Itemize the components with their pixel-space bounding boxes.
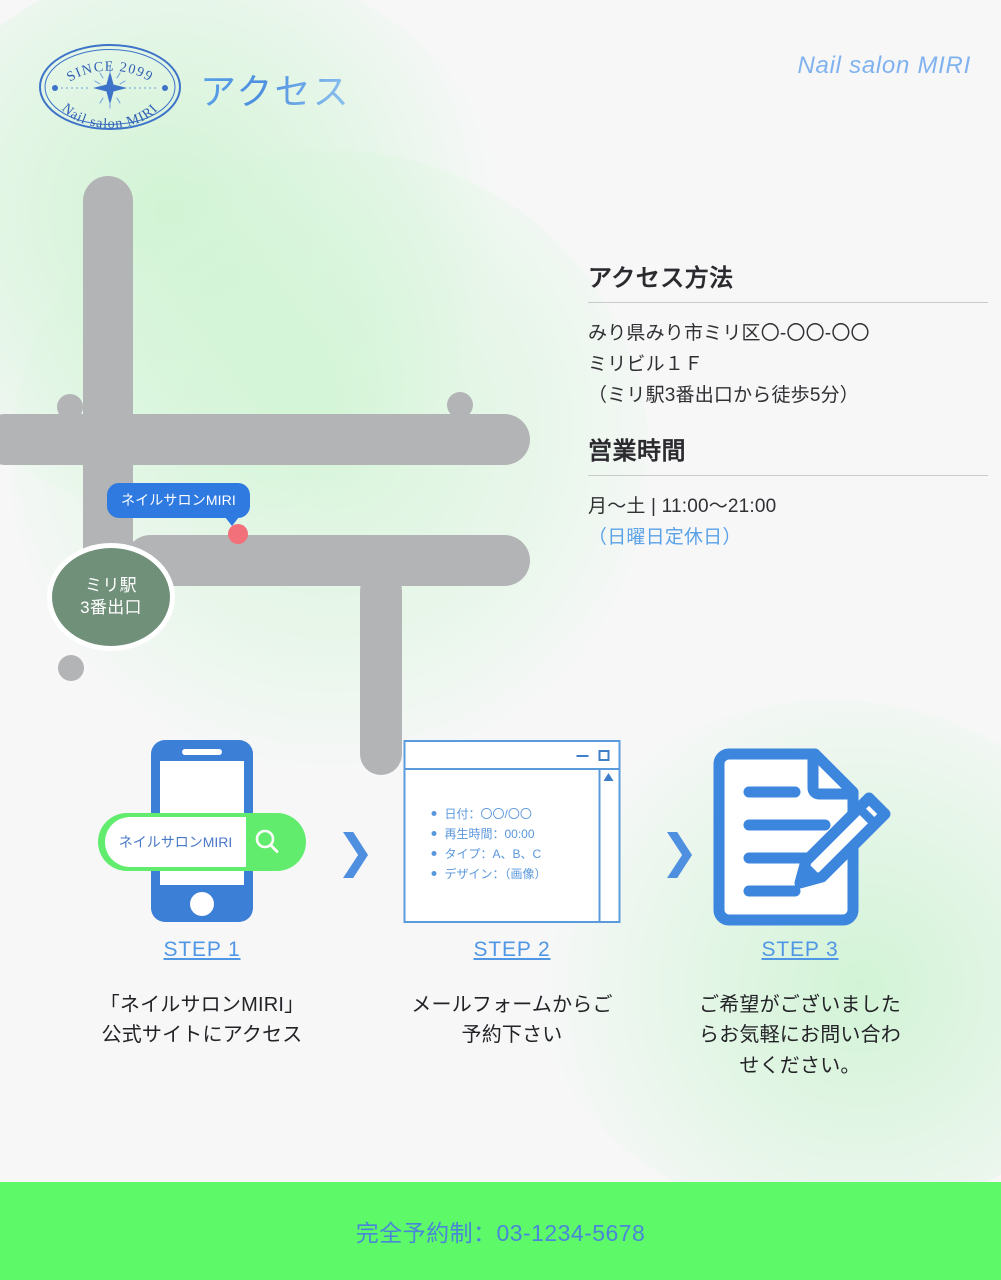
phone-speaker xyxy=(182,749,222,755)
hours-line: 月〜土 | 11:00〜21:00 xyxy=(588,496,777,518)
form-field-list: 日付：〇〇/〇〇 再生時間：00:00 タイプ：A、B、C デザイン：（画像） xyxy=(406,770,619,885)
road-horizontal-top xyxy=(0,414,530,465)
step-3-caption: ご希望がございました らお気軽にお問い合わ せください。 xyxy=(699,994,901,1077)
brand-name: Nail salon MIRI xyxy=(797,52,971,79)
page-title: アクセス xyxy=(200,63,351,115)
map-location-marker xyxy=(228,524,248,544)
logo-badge: SINCE 2099 Nail salon MIRI xyxy=(39,44,181,131)
steps-section: ネイルサロンMIRI STEP 1 「ネイルサロンMIRI」 公式サイトにアクセ… xyxy=(0,730,1001,1110)
maximize-icon[interactable] xyxy=(598,750,610,761)
address-line-1: みり県みり市ミリ区〇-〇〇-〇〇 xyxy=(588,323,870,344)
window-title-bar xyxy=(405,742,619,770)
access-heading: アクセス方法 xyxy=(588,265,734,292)
address-block: みり県みり市ミリ区〇-〇〇-〇〇 ミリビル１Ｆ （ミリ駅3番出口から徒歩5分） xyxy=(588,319,988,411)
list-item: 再生時間：00:00 xyxy=(431,824,619,844)
phone-home-button xyxy=(190,892,214,916)
step-1: ネイルサロンMIRI STEP 1 「ネイルサロンMIRI」 公式サイトにアクセ… xyxy=(52,730,352,1051)
search-icon[interactable] xyxy=(252,827,282,857)
search-input[interactable]: ネイルサロンMIRI xyxy=(105,817,246,867)
step-1-illustration: ネイルサロンMIRI xyxy=(52,730,352,930)
section-spacer xyxy=(588,411,988,431)
step-1-caption: 「ネイルサロンMIRI」 公式サイトにアクセス xyxy=(99,994,305,1047)
document-edit-icon xyxy=(713,748,891,926)
search-input-value: ネイルサロンMIRI xyxy=(118,834,233,850)
access-info-panel: アクセス方法 みり県みり市ミリ区〇-〇〇-〇〇 ミリビル１Ｆ （ミリ駅3番出口か… xyxy=(588,258,988,554)
list-item: デザイン：（画像） xyxy=(431,864,619,884)
pencil-icon xyxy=(794,792,891,889)
step-3-label: STEP 3 xyxy=(761,938,839,961)
step-3-illustration xyxy=(650,730,950,930)
hours-divider xyxy=(588,475,988,477)
minimize-icon[interactable] xyxy=(576,755,589,757)
step-2-illustration: 日付：〇〇/〇〇 再生時間：00:00 タイプ：A、B、C デザイン：（画像） xyxy=(362,730,662,930)
access-divider xyxy=(588,302,988,303)
address-line-2: ミリビル１Ｆ xyxy=(588,353,704,375)
chevron-right-icon-1: ❯ xyxy=(336,825,375,877)
search-bar[interactable]: ネイルサロンMIRI xyxy=(98,813,306,871)
footer-bar: 完全予約制：03-1234-5678 xyxy=(0,1182,1001,1280)
station-exit: 3番出口 xyxy=(80,598,142,617)
map-pin-label: ネイルサロンMIRI xyxy=(107,483,250,526)
scroll-up-arrow-icon[interactable] xyxy=(603,773,614,781)
map-station-marker: ミリ駅 3番出口 xyxy=(47,543,175,651)
step-1-label: STEP 1 xyxy=(163,938,241,961)
map-illustration: ネイルサロンMIRI ミリ駅 3番出口 xyxy=(0,150,560,775)
page-header: SINCE 2099 Nail salon MIRI xyxy=(0,0,1001,140)
step-2-caption: メールフォームからご 予約下さい xyxy=(411,994,613,1047)
browser-window-icon: 日付：〇〇/〇〇 再生時間：00:00 タイプ：A、B、C デザイン：（画像） xyxy=(403,740,621,923)
road-vertical-right xyxy=(360,570,402,775)
list-item: 日付：〇〇/〇〇 xyxy=(431,804,619,824)
logo-dot-left xyxy=(52,85,58,91)
hours-block: 月〜土 | 11:00〜21:00 （日曜日定休日） xyxy=(588,492,988,554)
chevron-right-icon-2: ❯ xyxy=(660,825,699,877)
reservation-phone[interactable]: 完全予約制：03-1234-5678 xyxy=(355,1220,646,1246)
logo-dot-right xyxy=(162,85,168,91)
step-3: STEP 3 ご希望がございました らお気軽にお問い合わ せください。 xyxy=(650,730,950,1081)
station-name: ミリ駅 xyxy=(84,575,138,595)
road-dot-upper-left xyxy=(57,394,83,420)
road-horizontal-middle xyxy=(125,535,530,586)
sparkle-icon xyxy=(93,66,127,109)
address-line-3: （ミリ駅3番出口から徒歩5分） xyxy=(588,384,859,406)
step-2: 日付：〇〇/〇〇 再生時間：00:00 タイプ：A、B、C デザイン：（画像） … xyxy=(362,730,662,1051)
map-pin-label-text: ネイルサロンMIRI xyxy=(121,492,236,508)
step-2-label: STEP 2 xyxy=(473,938,551,961)
hours-heading: 営業時間 xyxy=(588,438,686,466)
scrollbar[interactable] xyxy=(598,768,619,921)
road-dot-upper-right xyxy=(447,392,473,418)
road-dot-lower-left xyxy=(58,655,84,681)
holiday-line: （日曜日定休日） xyxy=(588,527,742,549)
list-item: タイプ：A、B、C xyxy=(431,844,619,864)
